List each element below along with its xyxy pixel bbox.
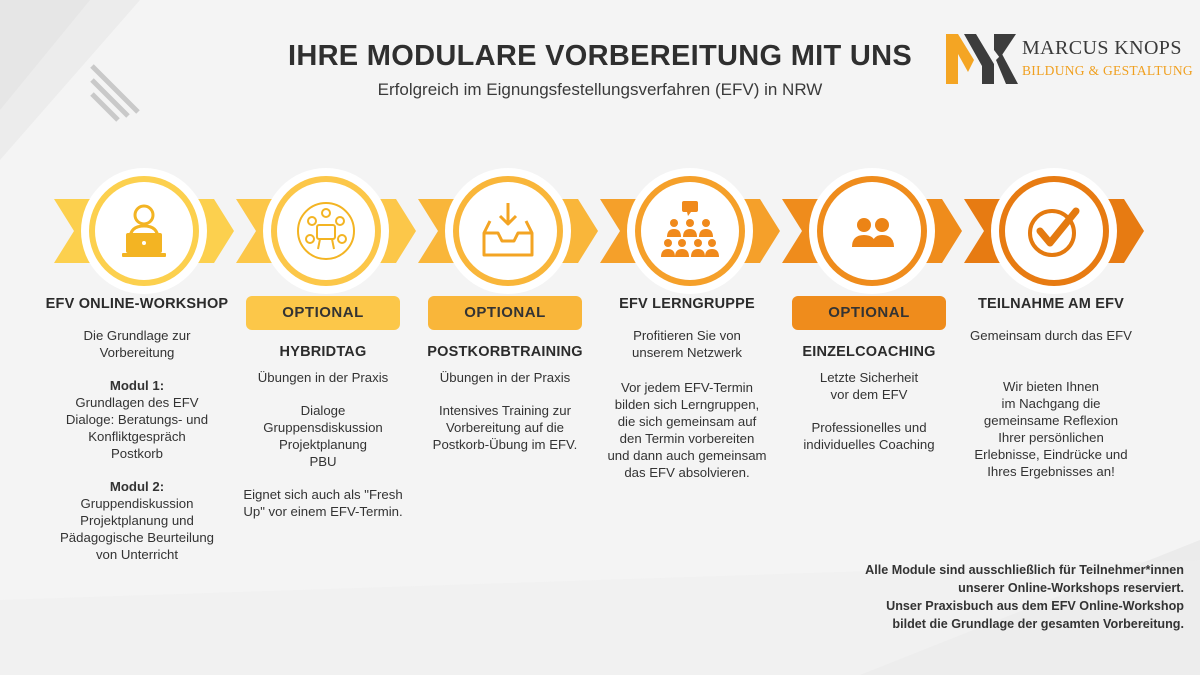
step-intro-line: Die Grundlage zur (83, 328, 191, 343)
step-heading: EFV ONLINE-WORKSHOP (45, 296, 229, 312)
step-column-3: OPTIONAL POSTKORBTRAINING Übungen in der… (410, 296, 600, 453)
step-note-line: die sich gemeinsam auf (617, 414, 757, 429)
step-note-line: Vorbereitung auf die (445, 420, 565, 435)
step-intro-line: vor dem EFV (830, 387, 908, 402)
footnote: Alle Module sind ausschließlich für Teil… (865, 561, 1184, 633)
module-item: Konfliktgespräch (88, 429, 186, 444)
step-note-line: Ihrer persönlichen (998, 430, 1104, 445)
step-note-line: Wir bieten Ihnen (1002, 379, 1100, 394)
step-heading: TEILNAHME AM EFV (977, 296, 1125, 312)
step-circle-3 (445, 168, 571, 294)
step-circle-4 (627, 168, 753, 294)
coaching-pair-icon (852, 218, 894, 247)
step-note-line: Ihres Ergebnisses an! (987, 464, 1115, 479)
step-intro-line: Gemeinsam durch das EFV (970, 328, 1132, 343)
optional-badge: OPTIONAL (246, 296, 400, 330)
step-heading: EFV LERNGRUPPE (619, 296, 755, 312)
step-intro-line: Letzte Sicherheit (819, 370, 919, 385)
step-note-line: Eignet sich auch als "Fresh (243, 487, 403, 502)
list-item: Gruppensdiskussion (263, 420, 383, 435)
step-column-6: TEILNAHME AM EFV Gemeinsam durch das EFV… (956, 296, 1146, 480)
step-circle-5 (809, 168, 935, 294)
optional-badge: OPTIONAL (428, 296, 582, 330)
step-heading: HYBRIDTAG (279, 344, 367, 360)
logo-tagline: BILDUNG & GESTALTUNG (1022, 63, 1193, 78)
step-note-line: Vor jedem EFV-Termin (621, 380, 753, 395)
module-item: Pädagogische Beurteilung (60, 530, 214, 545)
laptop-user-icon (122, 204, 166, 257)
footnote-line: Unser Praxisbuch aus dem EFV Online-Work… (886, 599, 1184, 613)
page-subtitle: Erfolgreich im Eignungsfestellungsverfah… (377, 80, 823, 99)
step-circle-2 (263, 168, 389, 294)
module-item: Grundlagen des EFV (75, 395, 199, 410)
step-intro-line: Übungen in der Praxis (257, 370, 389, 385)
list-item: PBU (309, 454, 337, 469)
step-column-5: OPTIONAL EINZELCOACHING Letzte Sicherhei… (774, 296, 964, 453)
step-circle-6 (991, 168, 1117, 294)
footnote-line: unserer Online-Workshops reserviert. (958, 581, 1184, 595)
module-item: Gruppendiskussion (80, 496, 194, 511)
step-note-line: Up" vor einem EFV-Termin. (243, 504, 403, 519)
learning-group-icon (661, 201, 719, 257)
step-intro-line: Vorbereitung (99, 345, 175, 360)
module-label: Modul 2: (109, 479, 165, 494)
group-meeting-icon (297, 202, 355, 260)
checkmark-circle-icon (1028, 207, 1080, 257)
step-heading: EINZELCOACHING (802, 344, 936, 360)
optional-badge: OPTIONAL (792, 296, 946, 330)
inbox-tray-icon (482, 203, 534, 257)
module-item: Projektplanung und (80, 513, 194, 528)
step-note-line: bilden sich Lerngruppen, (614, 397, 760, 412)
module-item: von Unterricht (95, 547, 179, 562)
list-item: Dialoge (300, 403, 346, 418)
step-note-line: das EFV absolvieren. (624, 465, 750, 480)
step-note-line: Postkorb-Übung im EFV. (432, 437, 578, 452)
step-note-line: Erlebnisse, Eindrücke und (974, 447, 1128, 462)
step-note-line: Intensives Training zur (439, 403, 571, 418)
step-note-line: gemeinsame Reflexion (983, 413, 1119, 428)
module-item: Postkorb (110, 446, 164, 461)
step-note-line: im Nachgang die (1001, 396, 1101, 411)
mk-monogram-icon (946, 34, 1018, 84)
step-note-line: und dann auch gemeinsam (607, 448, 767, 463)
company-logo: MARCUS KNOPS BILDUNG & GESTALTUNG (944, 30, 1193, 88)
module-item: Dialoge: Beratungs- und (65, 412, 209, 427)
footnote-line: bildet die Grundlage der gesamten Vorber… (892, 617, 1184, 631)
list-item: Projektplanung (279, 437, 367, 452)
step-note-line: den Termin vorbereiten (619, 431, 755, 446)
page-title: IHRE MODULARE VORBEREITUNG MIT UNS (287, 40, 913, 72)
step-column-4: EFV LERNGRUPPE Profitieren Sie von unser… (592, 296, 782, 481)
logo-name: MARCUS KNOPS (1022, 37, 1182, 59)
step-intro-line: Profitieren Sie von (633, 328, 741, 343)
module-label: Modul 1: (109, 378, 165, 393)
step-column-2: OPTIONAL HYBRIDTAG Übungen in der Praxis… (228, 296, 418, 520)
step-column-1: EFV ONLINE-WORKSHOP Die Grundlage zur Vo… (42, 296, 232, 563)
step-note-line: Professionelles und (811, 420, 927, 435)
step-circle-1 (81, 168, 207, 294)
step-note-line: individuelles Coaching (803, 437, 935, 452)
step-intro-line: unserem Netzwerk (632, 345, 742, 360)
footnote-line: Alle Module sind ausschließlich für Teil… (865, 563, 1184, 577)
step-heading: POSTKORBTRAINING (427, 344, 583, 360)
step-intro-line: Übungen in der Praxis (439, 370, 571, 385)
